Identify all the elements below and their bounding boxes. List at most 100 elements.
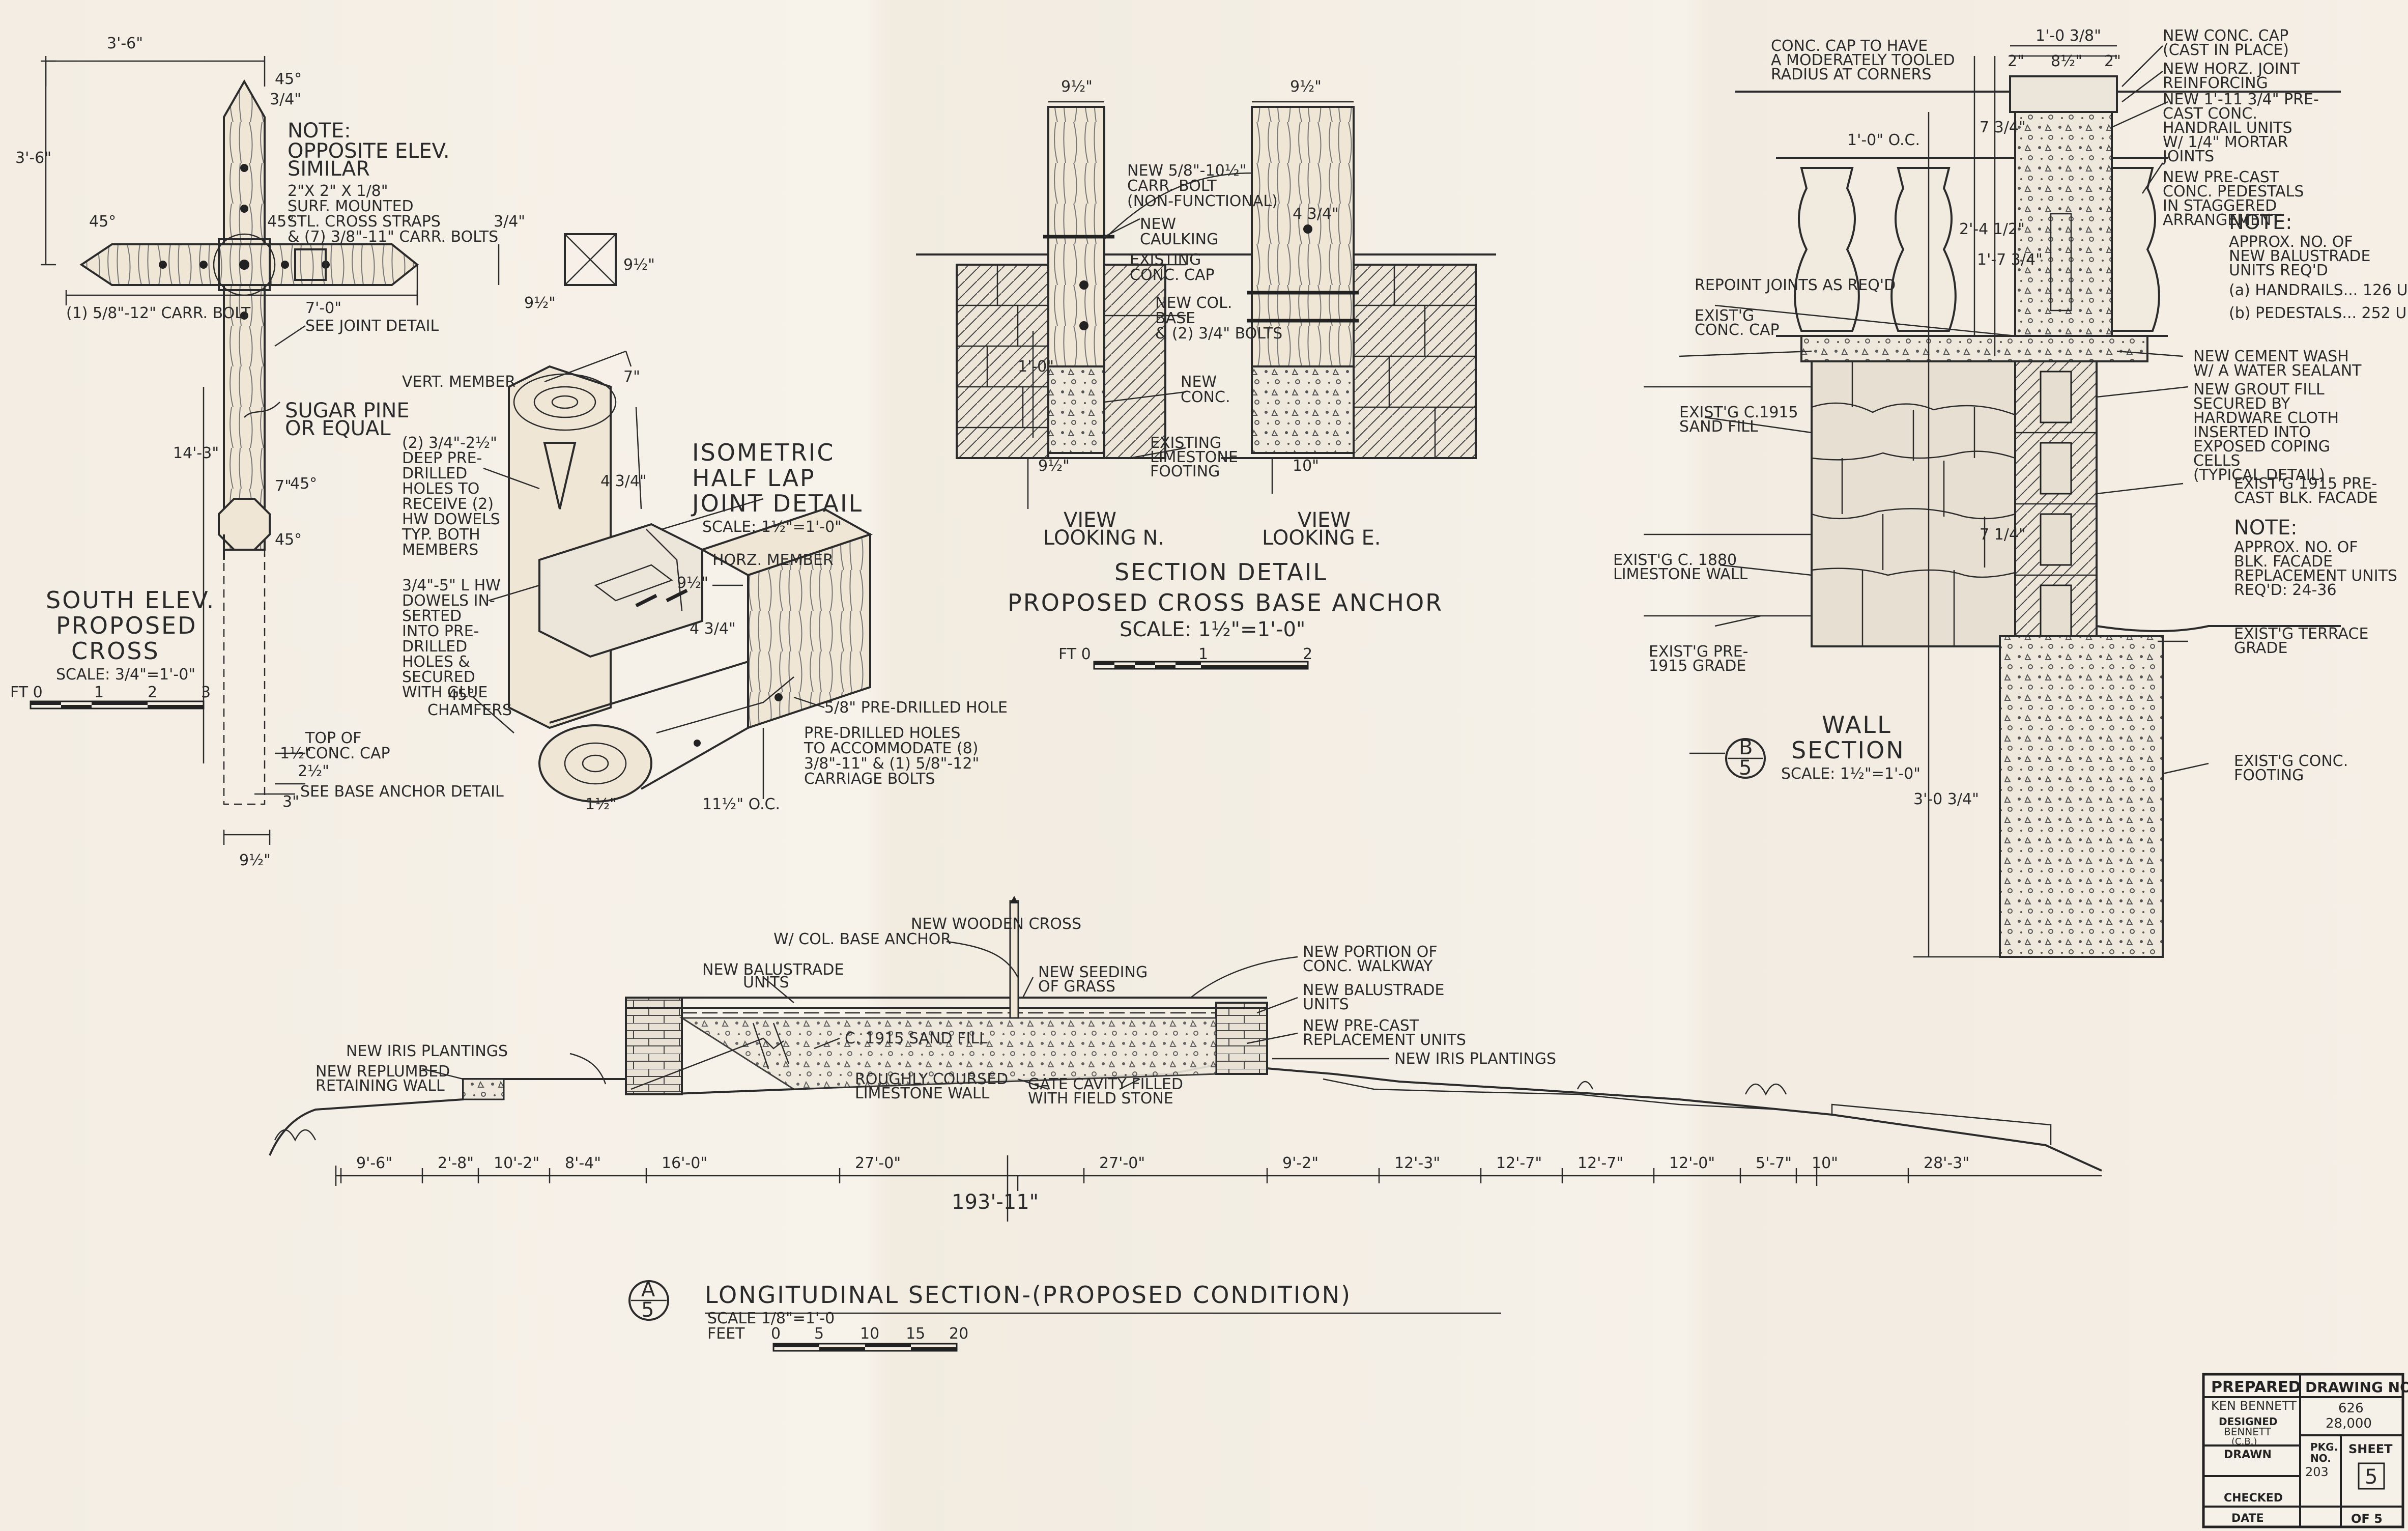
tb-pkg-no-label: NO. xyxy=(2310,1452,2331,1464)
wall-dim-7-4: 7 1/4" xyxy=(1980,526,2026,544)
wall-r-cap-1: NEW CONC. CAP xyxy=(2163,27,2288,45)
long-total: 193'-11" xyxy=(952,1190,1039,1214)
section-col-3: & (2) 3/4" BOLTS xyxy=(1155,325,1282,343)
long-dim-ticks xyxy=(340,1168,1909,1183)
iso-dowel-4: HOLES TO xyxy=(402,480,479,498)
iso-dowel-1: (2) 3/4"-2½" xyxy=(402,434,497,452)
cross-angle-joint: 45° xyxy=(267,213,294,231)
wall-section: CONC. CAP TO HAVE A MODERATELY TOOLED RA… xyxy=(1613,27,2408,958)
wall-r-hand-3: HANDRAIL UNITS xyxy=(2163,119,2292,137)
wall-dim-8-half: 8½" xyxy=(2051,52,2082,70)
wall-key-bot: 5 xyxy=(1739,756,1752,780)
wall-r-ped-1: NEW PRE-CAST xyxy=(2163,168,2279,186)
wall-note-title: NOTE: xyxy=(2229,211,2292,234)
iso-pre-2: TO ACCOMMODATE (8) xyxy=(804,740,978,757)
wall-title-2: SECTION xyxy=(1791,736,1905,764)
wall-r-ped-3: IN STAGGERED xyxy=(2163,197,2277,215)
wall-r-ped-4: ARRANGEMENT xyxy=(2163,211,2281,229)
cross-dim-9-half-c: 9½" xyxy=(239,852,271,869)
cross-dim-9-half-a: 9½" xyxy=(623,256,655,274)
long-dim-7: 9'-2" xyxy=(1282,1154,1318,1172)
section-scale-bar xyxy=(1093,661,1309,670)
iso-vert-member: VERT. MEMBER xyxy=(402,373,515,391)
long-title: LONGITUDINAL SECTION-(PROPOSED CONDITION… xyxy=(705,1281,1352,1309)
cross-top-cap-1: TOP OF xyxy=(305,729,361,747)
section-bolt-3: (NON-FUNCTIONAL) xyxy=(1127,192,1278,210)
wall-grout-6: CELLS xyxy=(2193,452,2240,470)
long-dim-8: 12'-3" xyxy=(1394,1154,1440,1172)
long-scale-bar xyxy=(772,1343,958,1352)
section-title-2: PROPOSED CROSS BASE ANCHOR xyxy=(1008,589,1443,616)
wall-exist-cap-2: CONC. CAP xyxy=(1695,321,1780,339)
long-pre-1: NEW PRE-CAST xyxy=(1303,1017,1419,1035)
wall-grout-3: HARDWARE CLOTH xyxy=(2193,409,2339,427)
wall-r-joint-2: REINFORCING xyxy=(2163,74,2268,92)
wall-r-note-3: UNITS REQ'D xyxy=(2229,262,2328,279)
section-bar-ft: FT 0 xyxy=(1058,645,1091,663)
iso-title-1: ISOMETRIC xyxy=(692,439,835,466)
iso-hw-5: DRILLED xyxy=(402,638,467,656)
cross-sugar-2: OR EQUAL xyxy=(285,417,391,440)
cross-dim-3-4: 3/4" xyxy=(270,91,301,108)
long-scale: SCALE 1/8"=1'-0 xyxy=(707,1310,835,1327)
cross-note-1: OPPOSITE ELEV. xyxy=(288,139,450,163)
cross-carr-bolt: (1) 5/8"-12" CARR. BOLT xyxy=(66,304,251,322)
section-foot-3: FOOTING xyxy=(1150,463,1220,480)
cross-angle-octagon: 45° xyxy=(290,475,317,493)
section-foot-1: EXISTING xyxy=(1150,434,1221,452)
section-cap-1: EXISTING xyxy=(1130,251,1201,269)
long-dim-1: 2'-8" xyxy=(438,1154,474,1172)
iso-hw-6: HOLES & xyxy=(402,653,470,671)
section-view-n-1: VIEW xyxy=(1064,508,1116,532)
long-dim-2: 10'-2" xyxy=(494,1154,539,1172)
section-bar-1: 1 xyxy=(1198,645,1208,663)
iso-dowel-5: RECEIVE (2) xyxy=(402,495,494,513)
section-bolt-2: CARR. BOLT xyxy=(1127,177,1217,195)
south-elevation-cross: 3'-6" 3'-6" 45° 45° 45° 45° 45° 3/4" 3/4… xyxy=(10,35,655,869)
tb-designed-by: BENNETT xyxy=(2224,1426,2272,1438)
cross-bar-1: 1 xyxy=(94,684,104,701)
section-dim-4-3-4: 4 3/4" xyxy=(1293,205,1339,223)
long-gate-1: GATE CAVITY FILLED xyxy=(1028,1075,1183,1093)
wall-r-note-1: APPROX. NO. OF xyxy=(2229,233,2353,251)
iso-dowel-2: DEEP PRE- xyxy=(402,449,482,467)
tb-checked: CHECKED xyxy=(2224,1492,2283,1505)
tb-prepared: PREPARED xyxy=(2211,1378,2301,1396)
section-view-e-2: LOOKING E. xyxy=(1262,526,1381,550)
long-key-top: A xyxy=(641,1278,655,1301)
wall-dim-2b: 2" xyxy=(2104,52,2121,70)
long-ret-2: RETAINING WALL xyxy=(316,1077,445,1095)
iso-title-3: JOINT DETAIL xyxy=(691,490,863,517)
cross-dim-7: 7" xyxy=(275,477,292,495)
wall-dim-1-0-oc: 1'-0" O.C. xyxy=(1847,131,1920,149)
cross-note-title: NOTE: xyxy=(288,119,351,143)
long-bar-20: 20 xyxy=(949,1325,968,1343)
wall-note2-4: REQ'D: 24-36 xyxy=(2234,581,2337,599)
long-gate-2: WITH FIELD STONE xyxy=(1028,1090,1173,1108)
iso-hw-7: SECURED xyxy=(402,668,475,686)
section-caulk-1: NEW xyxy=(1140,215,1176,233)
cross-dim-14-3: 14'-3" xyxy=(173,444,219,462)
cross-note-2: SIMILAR xyxy=(288,157,370,181)
wall-r-note-4: (a) HANDRAILS... 126 UNITS xyxy=(2229,281,2408,299)
section-dim-left-top: 9½" xyxy=(1061,78,1093,96)
iso-dim-4-3-4: 4 3/4" xyxy=(690,620,736,638)
section-dim-10: 10" xyxy=(1293,457,1319,475)
wall-grout-5: EXPOSED COPING xyxy=(2193,438,2330,456)
wall-footing-2: FOOTING xyxy=(2234,767,2304,784)
section-cap-2: CONC. CAP xyxy=(1130,266,1215,284)
iso-hw-8: WITH GLUE xyxy=(402,684,488,701)
wall-lime-1: EXIST'G C. 1880 xyxy=(1613,551,1737,569)
section-foot-2: LIMESTONE xyxy=(1150,448,1238,466)
wall-cap-2: A MODERATELY TOOLED xyxy=(1771,51,1955,69)
wall-dim-2: 2" xyxy=(2008,52,2024,70)
iso-pre-4: CARRIAGE BOLTS xyxy=(804,770,935,788)
tb-date: DATE xyxy=(2231,1512,2264,1525)
wall-cap-3: RADIUS AT CORNERS xyxy=(1771,66,1931,83)
wall-repoint: REPOINT JOINTS AS REQ'D xyxy=(1695,276,1896,294)
iso-hw-4: INTO PRE- xyxy=(402,622,479,640)
wall-lime-2: LIMESTONE WALL xyxy=(1613,565,1748,583)
section-conc-2: CONC. xyxy=(1181,388,1230,406)
wall-footing-1: EXIST'G CONC. xyxy=(2234,752,2348,770)
section-bolt-1: NEW 5/8"-10½" xyxy=(1127,162,1247,180)
